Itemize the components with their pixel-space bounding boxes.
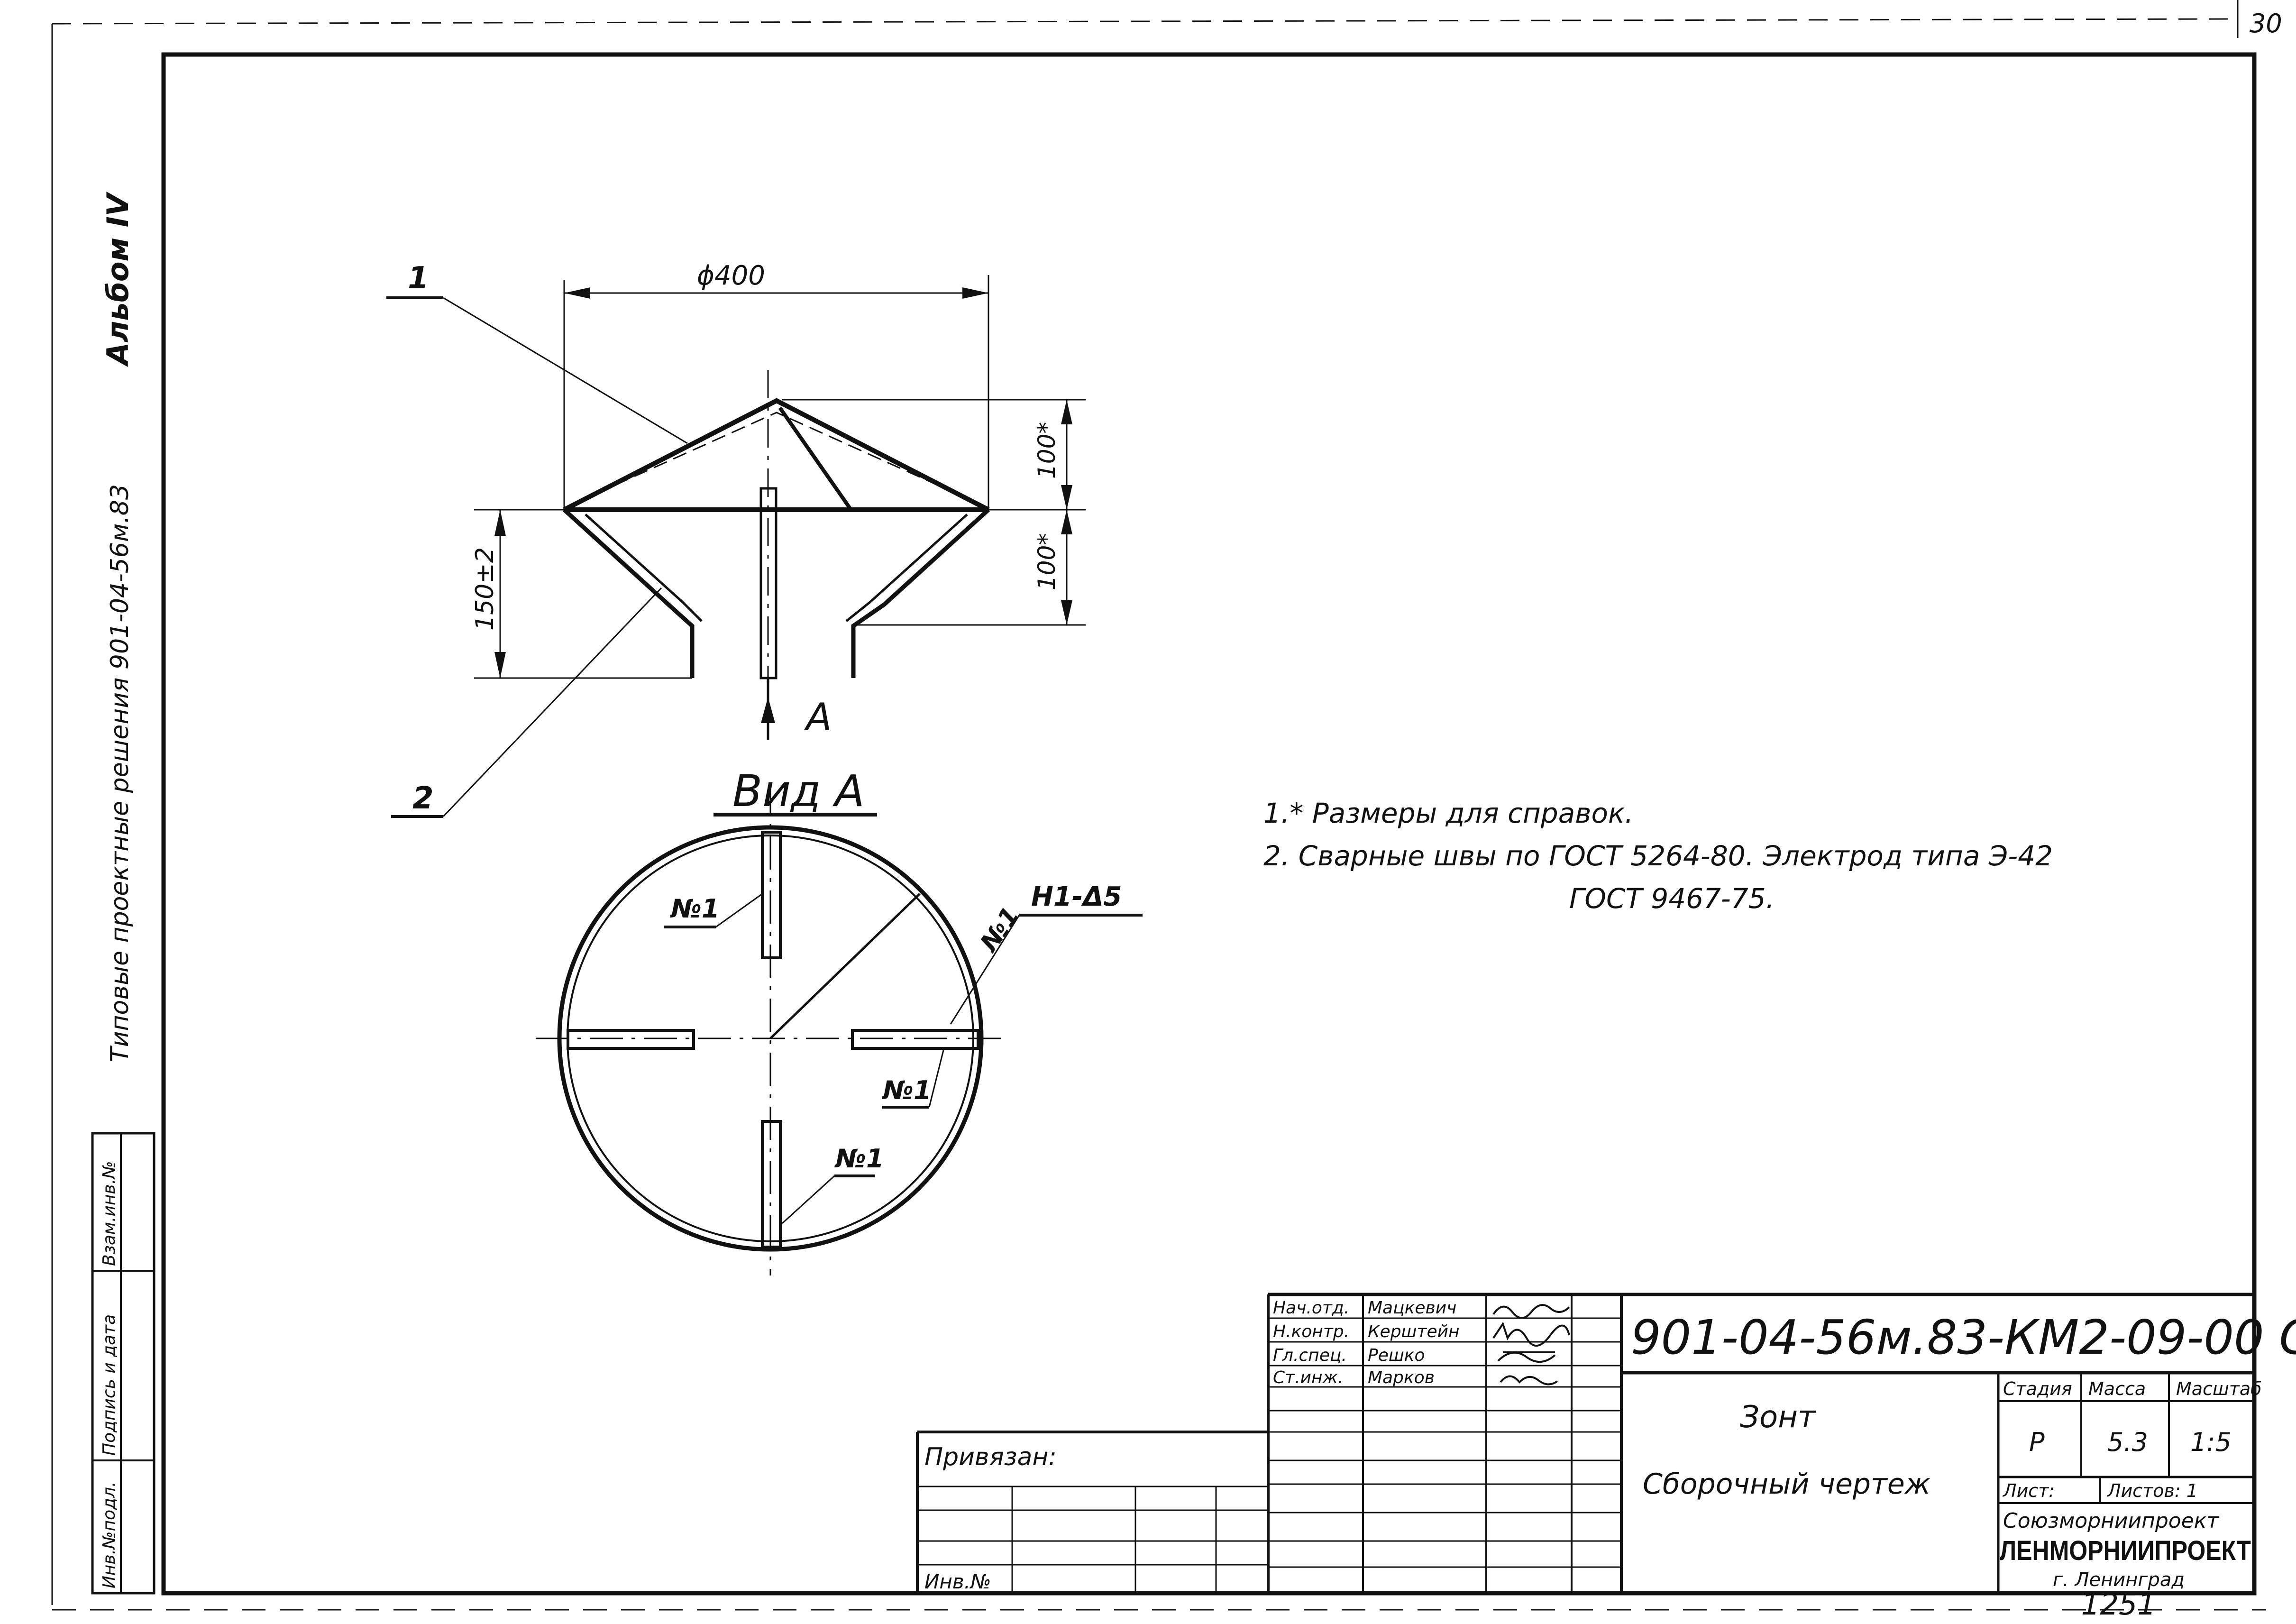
skirt-left-outer: [562, 508, 695, 678]
note-2: 2. Сварные швы по ГОСТ 5264-80. Электрод…: [1263, 840, 2053, 872]
dim-height-bottom-label: 100*: [1033, 533, 1061, 590]
callout-2-leader: [442, 587, 662, 817]
view-a: Вид А №1 №1 Н1-Δ5 №1 №1: [536, 766, 1143, 1275]
cone-inner-line: [576, 412, 977, 504]
signature-mark: [1500, 1375, 1558, 1385]
org-line-1: Союзморниипроект: [2003, 1509, 2219, 1533]
dim-arrow: [564, 287, 590, 299]
cone-strut: [778, 406, 853, 511]
stamp-cell-signature-date: Подпись и дата: [100, 1314, 119, 1456]
view-a-title: Вид А: [732, 766, 865, 817]
skirt-left-inner: [585, 514, 703, 622]
signature-mark: [1492, 1321, 1570, 1347]
series-caption: Типовые проектные решения 901-04-56м.83: [106, 484, 134, 1062]
dim-arrow: [1061, 400, 1072, 424]
sig-name-4: Марков: [1368, 1368, 1435, 1387]
sig-role-3: Гл.спец.: [1273, 1346, 1347, 1365]
signature-mark: [1497, 1351, 1556, 1363]
stamp-cell-original-inv: Инв.№подл.: [100, 1482, 119, 1588]
weld-mark-top: №1: [670, 894, 720, 924]
note-1: 1.* Размеры для справок.: [1263, 797, 1633, 829]
stage-value: Р: [2029, 1427, 2045, 1457]
scale-label: Масштаб: [2176, 1378, 2262, 1399]
radius-line: [769, 893, 921, 1039]
sheet-label: Лист:: [2002, 1480, 2055, 1501]
weld-symbol: Н1-Δ5: [1031, 881, 1122, 912]
dim-arrow: [494, 652, 506, 678]
sheets-label: Листов: 1: [2106, 1480, 2198, 1501]
rib-top: [761, 831, 782, 959]
margin-stamp: [91, 1132, 156, 1595]
sig-role-2: Н.контр.: [1273, 1322, 1349, 1341]
sig-name-2: Керштейн: [1368, 1322, 1460, 1341]
weld-symbol-leader: [950, 915, 1020, 1025]
sig-name-1: Мацкевич: [1368, 1298, 1456, 1318]
notes: 1.* Размеры для справок. 2. Сварные швы …: [1263, 797, 2053, 915]
skirt-right-inner: [845, 514, 968, 622]
front-view: ϕ400 150±2 100* 100* 1: [386, 260, 1086, 818]
stamp-cell-replaced-inv: Взам.инв.№: [100, 1161, 119, 1266]
dim-arrow: [1061, 510, 1072, 534]
org-line-3: г. Ленинград: [2053, 1569, 2185, 1591]
drawing-frame: [161, 52, 2257, 1596]
mass-value: 5.3: [2107, 1427, 2148, 1457]
rib-bottom: [761, 1120, 782, 1248]
view-arrow-label: A: [804, 695, 832, 739]
weld-mark-bottom: №1: [834, 1144, 884, 1174]
doc-type: Сборочный чертеж: [1643, 1468, 1930, 1501]
rib-left: [567, 1029, 695, 1050]
callout-1: 1: [408, 261, 429, 296]
weld-mark-diagonal: №1: [974, 902, 1025, 958]
dim-diameter-label: ϕ400: [697, 260, 765, 291]
signature-mark: [1492, 1304, 1570, 1319]
trim-line-top: [52, 18, 2229, 25]
skirt-right-outer: [851, 508, 990, 678]
album-label: Альбом IV: [101, 191, 135, 367]
dim-arrow: [1061, 485, 1072, 510]
scale-value: 1:5: [2190, 1427, 2232, 1457]
sheet-number: 30: [2250, 9, 2282, 38]
note-2-continued: ГОСТ 9467-75.: [1569, 882, 1775, 915]
tied-label: Привязан:: [924, 1443, 1057, 1471]
mass-label: Масса: [2088, 1378, 2146, 1399]
weld-mark-right: №1: [882, 1075, 932, 1105]
inv-label: Инв.№: [924, 1570, 991, 1593]
stage-label: Стадия: [2003, 1378, 2072, 1399]
weld-mark-3-leader: [928, 1050, 944, 1108]
item-name: Зонт: [1740, 1400, 1816, 1435]
org-line-2: ЛЕНМОРНИИПРОЕКТ: [2000, 1535, 2251, 1566]
sig-name-3: Решко: [1368, 1346, 1425, 1365]
rib-right: [851, 1029, 979, 1050]
archive-number: 1251: [2081, 1587, 2156, 1622]
dim-height-left-label: 150±2: [471, 547, 499, 631]
doc-code: 901-04-56м.83-КМ2-09-00 СБ: [1631, 1310, 2296, 1365]
callout-1-leader: [443, 297, 688, 444]
dim-height-top-label: 100*: [1033, 422, 1061, 479]
callout-2: 2: [412, 781, 434, 816]
weld-mark-4-leader: [781, 1175, 835, 1224]
dim-arrow: [494, 510, 506, 536]
view-arrowhead: [761, 697, 775, 723]
dim-arrow: [1061, 600, 1072, 625]
sig-role-4: Ст.инж.: [1273, 1368, 1343, 1387]
sig-role-1: Нач.отд.: [1273, 1298, 1349, 1318]
weld-mark-1-leader: [715, 893, 763, 928]
title-block: Нач.отд. Мацкевич Н.контр. Керштейн Гл.с…: [916, 1293, 2296, 1622]
dim-arrow: [962, 287, 988, 299]
